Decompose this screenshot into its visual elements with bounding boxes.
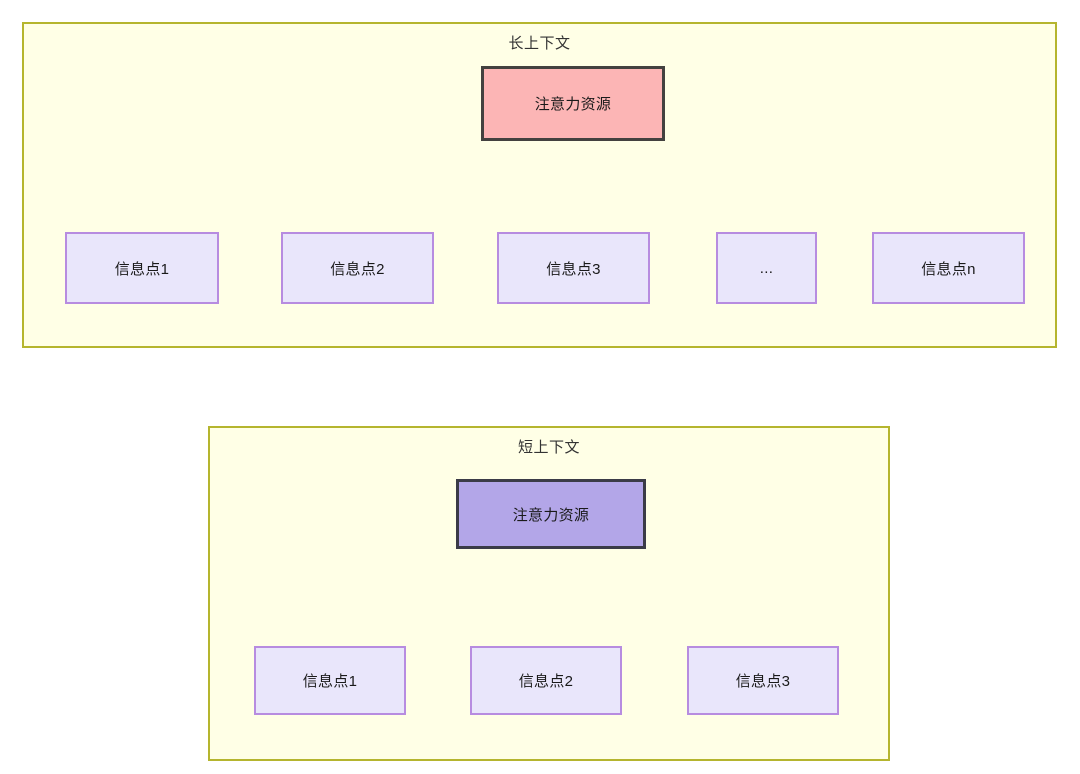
- node-info-point-n-label: 信息点n: [921, 260, 976, 278]
- node-attention-resource-long[interactable]: 注意力资源: [481, 66, 665, 141]
- node-info-point-ellipsis-label: ...: [759, 259, 774, 277]
- node-info-point-1[interactable]: 信息点1: [65, 232, 219, 304]
- node-info-point-ellipsis[interactable]: ...: [716, 232, 817, 304]
- group-short-context-title: 短上下文: [517, 439, 580, 456]
- node-attention-resource-short-label: 注意力资源: [512, 506, 590, 524]
- node-info-point-3-label: 信息点3: [546, 260, 601, 278]
- node-attention-resource-short[interactable]: 注意力资源: [456, 479, 646, 549]
- node-short-info-point-2[interactable]: 信息点2: [470, 646, 622, 715]
- node-short-info-point-2-label: 信息点2: [518, 673, 574, 690]
- node-info-point-n[interactable]: 信息点n: [872, 232, 1025, 304]
- node-info-point-3[interactable]: 信息点3: [497, 232, 650, 304]
- node-info-point-2[interactable]: 信息点2: [281, 232, 434, 304]
- node-short-info-point-3[interactable]: 信息点3: [687, 646, 839, 715]
- group-long-context-title: 长上下文: [508, 35, 571, 52]
- node-info-point-2-label: 信息点2: [330, 260, 385, 278]
- node-attention-resource-long-label: 注意力资源: [534, 96, 612, 113]
- node-info-point-1-label: 信息点1: [114, 260, 170, 278]
- node-short-info-point-1[interactable]: 信息点1: [254, 646, 406, 715]
- node-short-info-point-1-label: 信息点1: [302, 673, 358, 690]
- node-short-info-point-3-label: 信息点3: [735, 673, 791, 690]
